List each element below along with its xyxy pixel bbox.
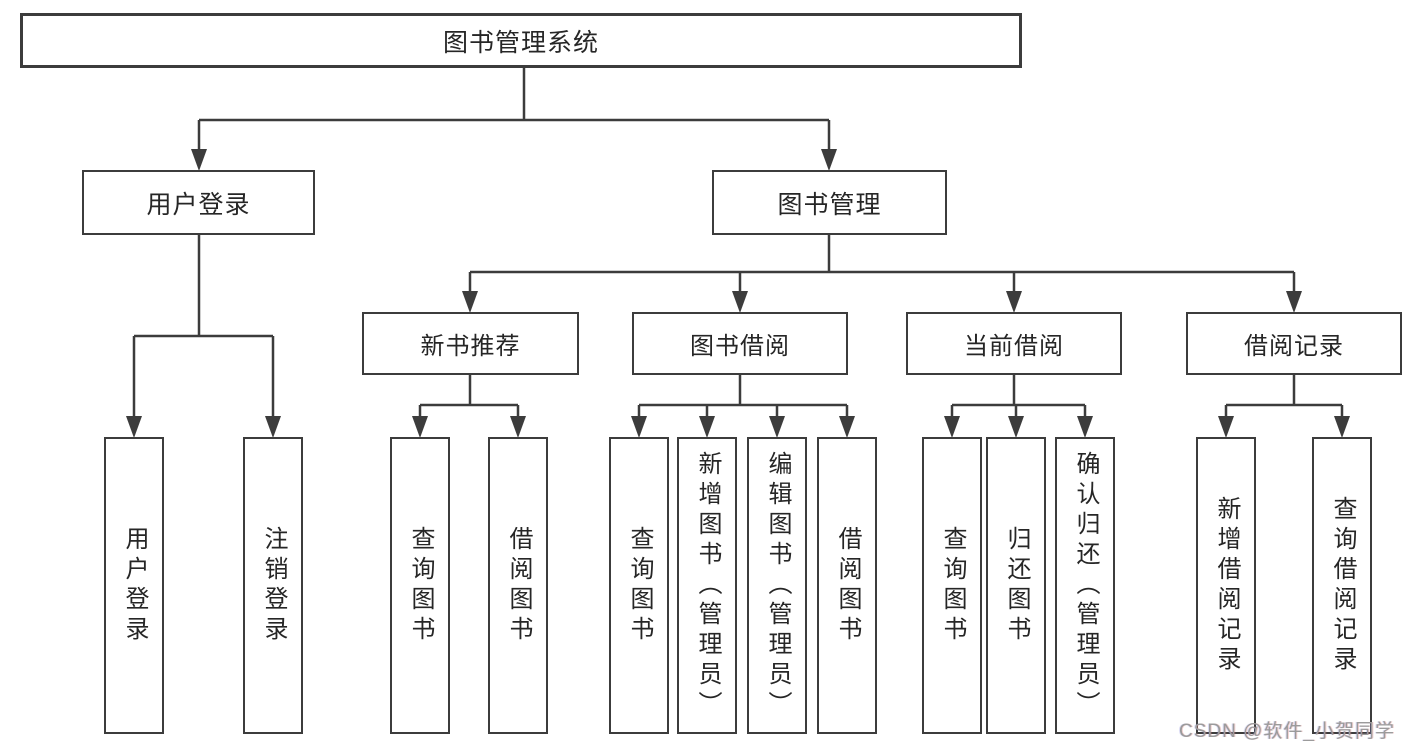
node-return-book: 归还图书 bbox=[986, 437, 1046, 734]
node-label: 图书管理系统 bbox=[442, 28, 599, 57]
node-logout: 注销登录 bbox=[243, 437, 303, 734]
node-label: 编辑图书（管理员） bbox=[764, 450, 791, 721]
node-query-borrow-record: 查询借阅记录 bbox=[1312, 437, 1372, 734]
node-new-book-recommend: 新书推荐 bbox=[362, 312, 579, 375]
node-label: 图书管理 bbox=[777, 190, 882, 219]
node-label: 新增借阅记录 bbox=[1213, 495, 1240, 676]
node-label: 新书推荐 bbox=[420, 333, 521, 360]
node-label: 注销登录 bbox=[260, 525, 287, 646]
node-add-book-admin: 新增图书（管理员） bbox=[677, 437, 737, 734]
node-user-login-leaf: 用户登录 bbox=[104, 437, 164, 734]
node-borrow-book-1: 借阅图书 bbox=[488, 437, 548, 734]
node-label: 借阅图书 bbox=[834, 525, 861, 646]
node-borrow-book-2: 借阅图书 bbox=[817, 437, 877, 734]
node-label: 当前借阅 bbox=[964, 333, 1064, 360]
node-label: 查询图书 bbox=[407, 525, 434, 646]
node-query-book-3: 查询图书 bbox=[922, 437, 982, 734]
node-book-management: 图书管理 bbox=[712, 170, 947, 235]
node-label: 查询借阅记录 bbox=[1329, 495, 1356, 676]
node-label: 用户登录 bbox=[121, 525, 148, 646]
node-query-book-1: 查询图书 bbox=[390, 437, 450, 734]
node-library-management-system: 图书管理系统 bbox=[20, 13, 1022, 68]
node-label: 借阅记录 bbox=[1244, 333, 1344, 360]
node-label: 确认归还（管理员） bbox=[1072, 450, 1099, 721]
node-query-book-2: 查询图书 bbox=[609, 437, 669, 734]
node-label: 查询图书 bbox=[626, 525, 653, 646]
node-edit-book-admin: 编辑图书（管理员） bbox=[747, 437, 807, 734]
node-confirm-return-admin: 确认归还（管理员） bbox=[1055, 437, 1115, 734]
node-label: 图书借阅 bbox=[690, 333, 790, 360]
node-book-borrow: 图书借阅 bbox=[632, 312, 848, 375]
csdn-watermark: CSDN @软件_小贺同学 bbox=[1179, 721, 1395, 742]
node-label: 新增图书（管理员） bbox=[694, 450, 721, 721]
node-user-login: 用户登录 bbox=[82, 170, 315, 235]
node-label: 借阅图书 bbox=[505, 525, 532, 646]
node-current-borrow: 当前借阅 bbox=[906, 312, 1122, 375]
node-label: 用户登录 bbox=[146, 190, 251, 219]
node-label: 查询图书 bbox=[939, 525, 966, 646]
node-borrow-records: 借阅记录 bbox=[1186, 312, 1402, 375]
node-label: 归还图书 bbox=[1003, 525, 1030, 646]
node-add-borrow-record: 新增借阅记录 bbox=[1196, 437, 1256, 734]
